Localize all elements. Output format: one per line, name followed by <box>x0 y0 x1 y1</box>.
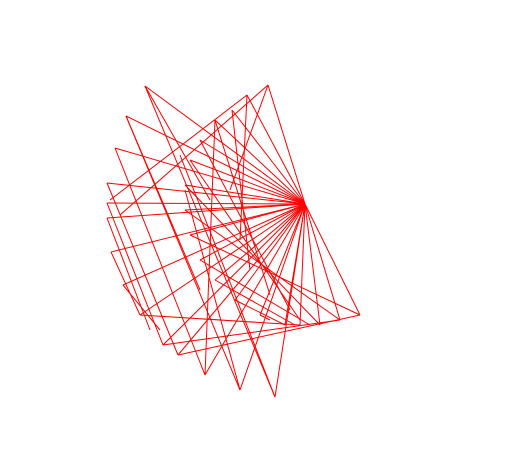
line-segment <box>119 84 269 216</box>
line-segment <box>199 139 291 311</box>
line-segment <box>162 319 341 346</box>
line-segment <box>234 299 286 326</box>
line-segment <box>199 139 306 205</box>
line-segment <box>184 203 306 211</box>
line-segment <box>144 85 211 201</box>
line-segment <box>106 182 306 205</box>
line-segment <box>139 314 301 326</box>
line-segment <box>204 119 216 376</box>
line-segment <box>139 203 306 316</box>
line-segment <box>184 184 321 326</box>
line-segment <box>214 119 306 205</box>
line-segment <box>189 159 306 205</box>
line-segment <box>177 203 306 356</box>
line-segment <box>125 115 241 391</box>
line-segment <box>184 189 241 391</box>
line-segment <box>214 203 306 281</box>
line-segment <box>122 203 306 286</box>
line-segment <box>299 203 306 326</box>
line-segment <box>231 109 306 205</box>
line-segment <box>304 203 321 326</box>
line-segment <box>199 203 306 261</box>
line-segment <box>177 314 361 356</box>
line-segment <box>199 259 311 326</box>
line-segment <box>110 203 306 253</box>
line-segment <box>125 115 306 205</box>
line-segment <box>284 203 306 326</box>
line-segment <box>267 84 306 205</box>
line-segment <box>106 203 306 219</box>
line-segment <box>231 109 251 271</box>
line-segment <box>144 85 306 205</box>
line-segment <box>239 94 248 241</box>
line-segment <box>184 184 306 205</box>
line-segment <box>122 284 161 331</box>
line-segment <box>204 203 306 376</box>
line-segment <box>106 217 151 331</box>
line-segment <box>162 203 306 346</box>
line-segment <box>189 234 361 316</box>
line-segment <box>246 94 306 205</box>
line-segment <box>214 279 296 326</box>
line-segment <box>229 84 269 191</box>
line-segment <box>106 202 164 346</box>
line-segment <box>184 209 341 321</box>
line-segment <box>304 203 361 316</box>
line-segment <box>189 203 306 236</box>
line-segment <box>106 182 179 356</box>
line-segment <box>259 314 271 321</box>
line-segment <box>189 159 301 321</box>
line-segment <box>234 203 306 301</box>
line-segment <box>106 202 306 205</box>
line-segment <box>239 203 306 391</box>
line-segment <box>114 147 306 205</box>
line-segment <box>304 203 341 321</box>
line-segment <box>109 94 248 201</box>
line-segment <box>259 203 306 316</box>
